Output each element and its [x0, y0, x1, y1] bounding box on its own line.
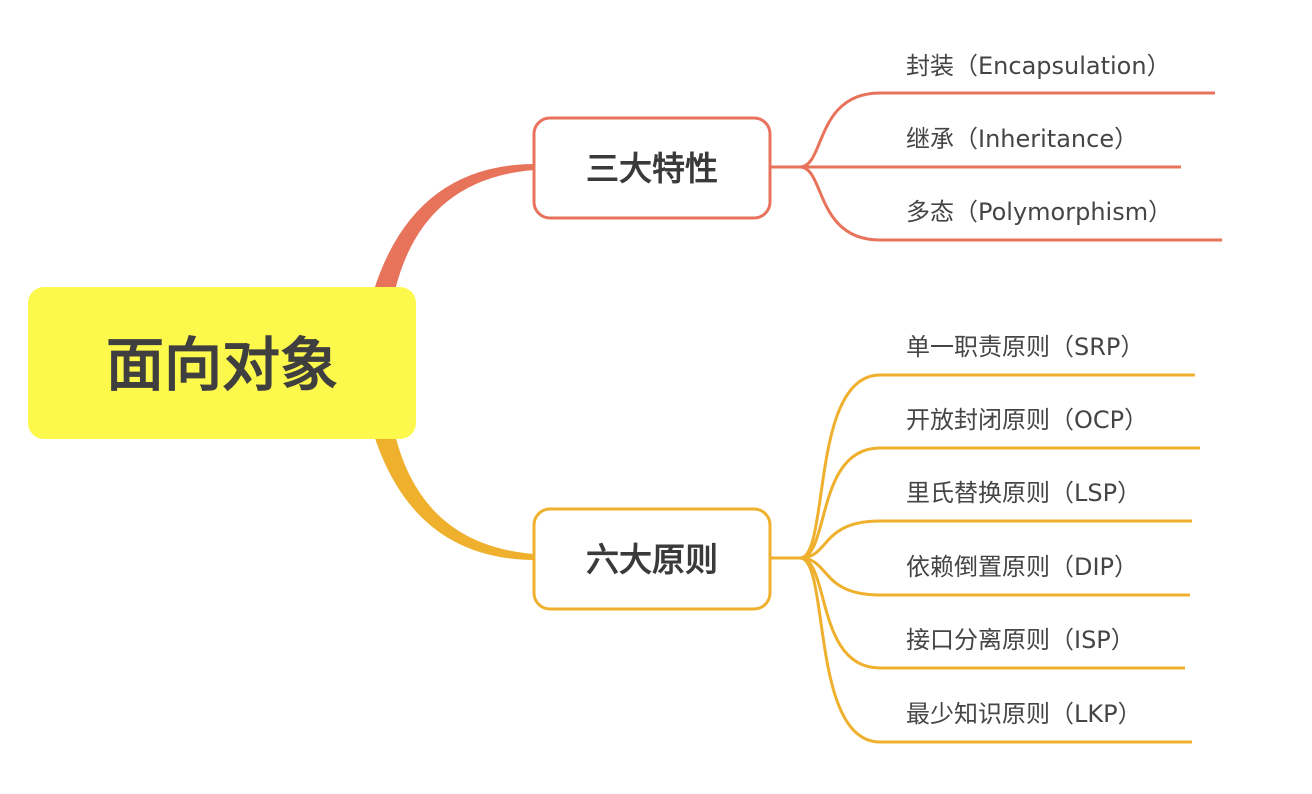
branch-2-leaf-3-line [799, 519, 1192, 560]
branch-2-leaf-3-label: 里氏替换原则（LSP） [906, 479, 1141, 507]
branch-2-leaf-4-line [799, 556, 1190, 597]
branch-1-leaf-1-label: 封装（Encapsulation） [906, 52, 1171, 80]
branch-1-leaf-3-label: 多态（Polymorphism） [906, 198, 1172, 226]
branch-2-leaf-5-label: 接口分离原则（ISP） [906, 626, 1135, 654]
branch-1-leaf-3-line [799, 165, 1222, 242]
branch-2-leaf-2-line [799, 446, 1200, 560]
root-node[interactable]: 面向对象 [28, 287, 416, 439]
branch-2-leaf-1-label: 单一职责原则（SRP） [906, 333, 1144, 361]
root-to-branch-1-connector [371, 164, 537, 303]
branch-2-leaf-1-line [799, 373, 1195, 560]
branch-2-leaf-6-label: 最少知识原则（LKP） [906, 700, 1142, 728]
branch-1-leaf-2-label: 继承（Inheritance） [906, 125, 1138, 153]
branch-2-leaf-4-label: 依赖倒置原则（DIP） [906, 553, 1138, 581]
branch-node-2-label: 六大原则 [586, 540, 718, 579]
branch-2-leaf-6-line [799, 556, 1192, 744]
root-node-label: 面向对象 [106, 331, 338, 399]
branch-2-leaf-2-label: 开放封闭原则（OCP） [906, 406, 1148, 434]
branch-node-1-label: 三大特性 [586, 149, 718, 188]
branch-2-leaf-5-line [799, 556, 1185, 670]
branch-node-1[interactable]: 三大特性 [532, 116, 772, 220]
root-to-branch-2-connector [371, 422, 537, 560]
root-node-box [28, 287, 416, 439]
branch-node-2[interactable]: 六大原则 [532, 507, 772, 611]
